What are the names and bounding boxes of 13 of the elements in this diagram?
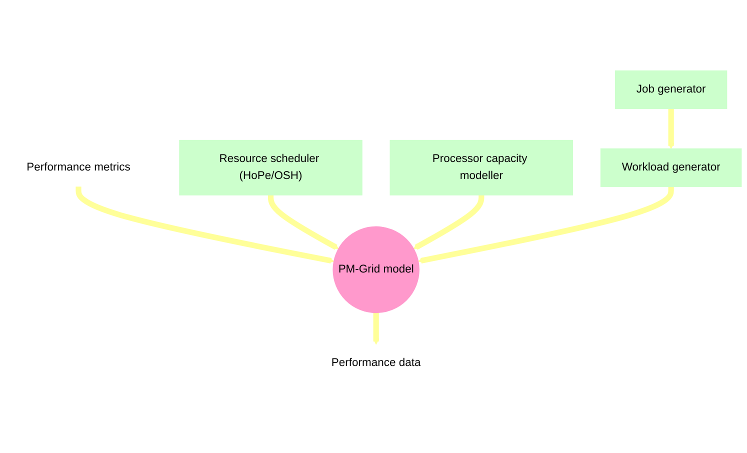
arrow: [418, 186, 674, 264]
node-text: Performance metrics: [26, 161, 130, 174]
arrow: [668, 108, 674, 149]
node-box: Workload generator: [600, 148, 742, 187]
node-box: Processor capacity modeller: [390, 140, 574, 196]
arrow: [76, 186, 334, 264]
node-circle: PM-Grid model: [332, 226, 420, 314]
arrow: [268, 194, 339, 250]
node-box: Resource scheduler (HoPe/OSH): [179, 140, 362, 196]
node-text: Performance data: [331, 356, 421, 369]
arrow: [373, 312, 380, 345]
node-box: Job generator: [615, 70, 728, 110]
arrow: [413, 194, 484, 250]
